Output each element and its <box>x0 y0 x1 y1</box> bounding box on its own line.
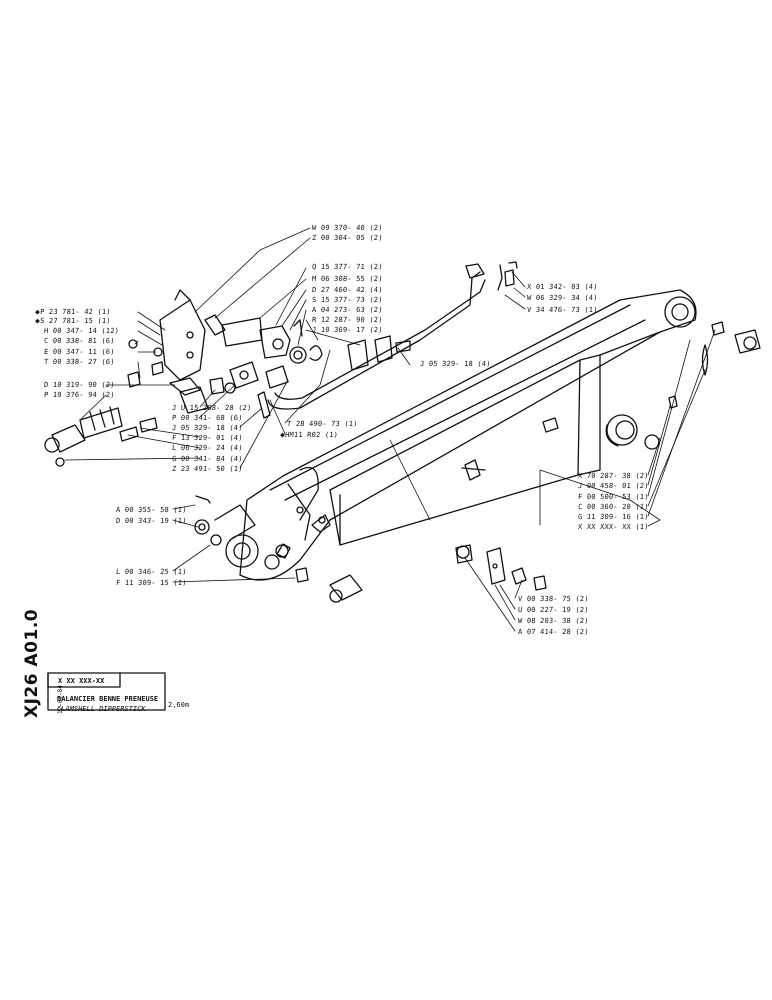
title-fr: BALANCIER BENNE PRENEUSE <box>57 695 159 703</box>
callout-f13: F 13 329- 01 (4) <box>171 434 243 442</box>
callout-t28: T 28 490- 73 (1) <box>286 420 358 428</box>
callout-p23: ⬥P 23 781- 42 (1) <box>34 308 112 316</box>
hydraulic-pipe <box>267 261 518 410</box>
callout-a07: A 07 414- 28 (2) <box>517 628 589 636</box>
callout-j05a: J 05 329- 18 (4) <box>419 360 491 368</box>
callout-z00: Z 00 304- 05 (2) <box>311 234 383 242</box>
callout-l00: L 00 346- 25 (1) <box>115 568 187 576</box>
callout-a00: A 00 355- 58 (1) <box>115 506 187 514</box>
callout-s15: S 15 377- 73 (2) <box>311 296 383 304</box>
callout-u00: U 00 227- 19 (2) <box>517 606 589 614</box>
callout-d27: D 27 460- 42 (4) <box>311 286 383 294</box>
title-size: 2,60m <box>168 701 190 709</box>
callout-last: X XX XXX- XX (1) <box>577 523 649 531</box>
callout-l06: L 06 329- 24 (4) <box>171 444 243 452</box>
callout-w08: W 08 203- 38 (2) <box>517 617 589 625</box>
callout-m06: M 06 308- 55 (2) <box>311 275 383 283</box>
callout-j00: J 00 458- 01 (2) <box>577 482 649 490</box>
manufacturer-stamp <box>47 672 166 711</box>
end-pivot-parts <box>605 321 761 450</box>
callout-v34: V 34 476- 73 (1) <box>526 306 598 314</box>
callout-d10: D 10 319- 90 (2) <box>43 381 115 389</box>
callout-d00: D 00 343- 19 (1) <box>115 517 187 525</box>
callout-g11: G 11 309- 16 (1) <box>577 513 649 521</box>
callout-z23: Z 23 491- 50 (1) <box>171 465 243 473</box>
callout-u15: J U 15 288- 28 (2) <box>171 404 252 412</box>
callout-hm11: ⬥HM11 R02 (1) <box>279 431 339 439</box>
leader-lines <box>64 227 716 632</box>
callout-w09: W 09 370- 40 (2) <box>311 224 383 232</box>
left-assembly-parts <box>44 289 411 603</box>
callout-f11: F 11 309- 15 (1) <box>115 579 187 587</box>
callout-f00: F 00 500- 53 (1) <box>577 493 649 501</box>
title-block-code: X XX XXX-XX <box>58 677 105 685</box>
callout-c00b: C 00 360- 20 (1) <box>577 503 649 511</box>
callout-a04: A 04 273- 63 (2) <box>311 306 383 314</box>
callout-p19: P 19 376- 94 (2) <box>43 391 115 399</box>
reference-code-block: XJ26 A01.0 12-07-84 <box>20 609 64 720</box>
callout-q15: Q 15 377- 71 (2) <box>311 263 383 271</box>
lower-right-parts <box>455 544 547 591</box>
callout-v00: V 00 338- 75 (2) <box>517 595 589 603</box>
callout-p00: P 00 341- 68 (6) <box>171 414 243 422</box>
callout-e00: E 00 347- 11 (6) <box>43 348 115 356</box>
callout-j10: J 10 369- 17 (2) <box>311 326 383 334</box>
callout-s27: ⬥S 27 781- 15 (1) <box>34 317 112 325</box>
callout-x01: X 01 342- 03 (4) <box>526 283 598 291</box>
callout-j05b: J 05 329- 18 (4) <box>171 424 243 432</box>
callout-g00: G 00 341- 84 (4) <box>171 455 243 463</box>
reference-code: XJ26 A01.0 <box>22 608 42 718</box>
callout-r12: R 12 287- 90 (2) <box>311 316 383 324</box>
callout-x70: X 70 287- 38 (2) <box>577 472 649 480</box>
callout-h00: H 00 347- 14 (12) <box>43 327 120 335</box>
callout-c00a: C 00 338- 81 (6) <box>43 337 115 345</box>
title-en: CLAMSHELL DIPPERSTICK <box>57 705 146 713</box>
callout-w06: W 06 329- 34 (4) <box>526 294 598 302</box>
callout-t00: T 00 338- 27 (6) <box>43 358 115 366</box>
dipperstick-body <box>214 289 697 581</box>
